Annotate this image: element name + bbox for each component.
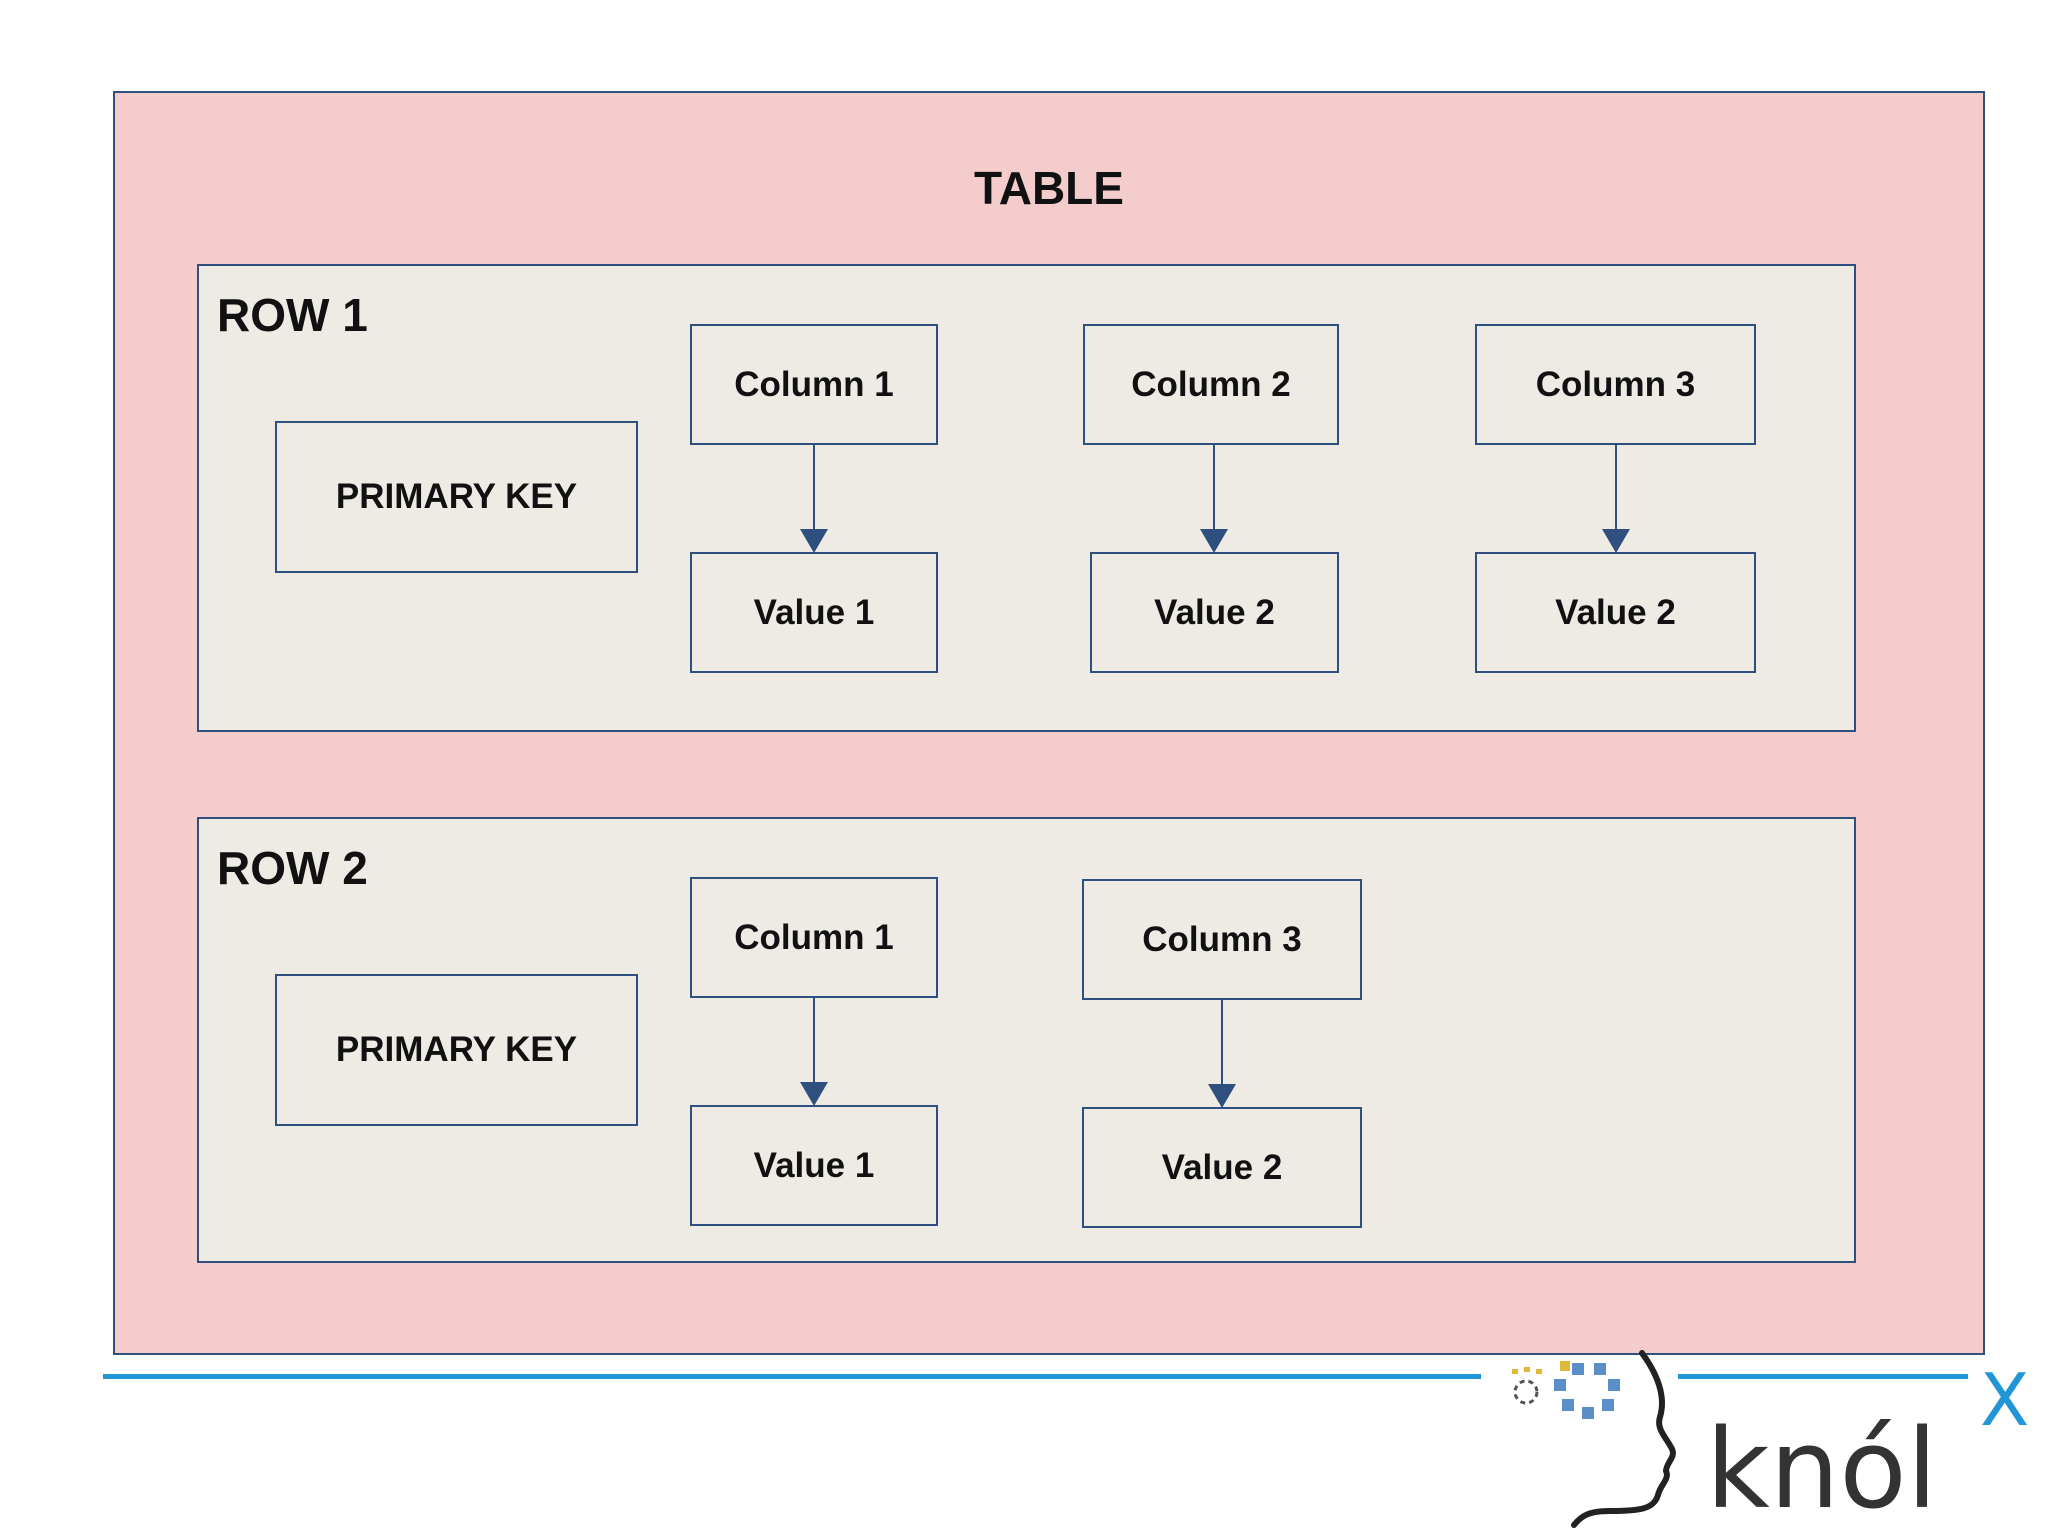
value-box: Value 1: [690, 552, 938, 673]
footer-divider-left: [103, 1374, 1481, 1379]
arrow-down-icon: [800, 998, 828, 1106]
footer-divider-right: [1678, 1374, 1968, 1379]
arrow-down-icon: [1602, 445, 1630, 553]
primary-key-box: PRIMARY KEY: [275, 421, 638, 573]
value-box: Value 2: [1475, 552, 1756, 673]
column-box: Column 1: [690, 877, 938, 998]
row-title: ROW 1: [217, 289, 368, 341]
gear-icon: [1554, 1361, 1620, 1419]
column-box: Column 1: [690, 324, 938, 445]
primary-key-box: PRIMARY KEY: [275, 974, 638, 1126]
column-box: Column 3: [1475, 324, 1756, 445]
table-title: TABLE: [974, 162, 1124, 214]
logo-superscript: X: [1980, 1358, 2029, 1442]
arrow-down-icon: [1200, 445, 1228, 553]
row-title: ROW 2: [217, 842, 368, 894]
head-profile-icon: [1571, 1350, 1676, 1528]
value-box: Value 2: [1090, 552, 1339, 673]
arrow-down-icon: [800, 445, 828, 553]
column-box: Column 2: [1083, 324, 1339, 445]
column-box: Column 3: [1082, 879, 1362, 1000]
arrow-down-icon: [1208, 1000, 1236, 1108]
row-1: ROW 1 PRIMARY KEY Column 1 Value 1 Colum…: [197, 264, 1856, 732]
value-box: Value 1: [690, 1105, 938, 1226]
row-2: ROW 2 PRIMARY KEY Column 1 Value 1 Colum…: [197, 817, 1856, 1263]
logo-text: knól: [1706, 1405, 1937, 1530]
value-box: Value 2: [1082, 1107, 1362, 1228]
gear-dots-icon: [1512, 1367, 1542, 1374]
knolx-logo: knól X: [1490, 1345, 2040, 1533]
table-container: TABLE ROW 1 PRIMARY KEY Column 1 Value 1…: [113, 91, 1985, 1355]
small-gear-icon: [1513, 1379, 1539, 1405]
